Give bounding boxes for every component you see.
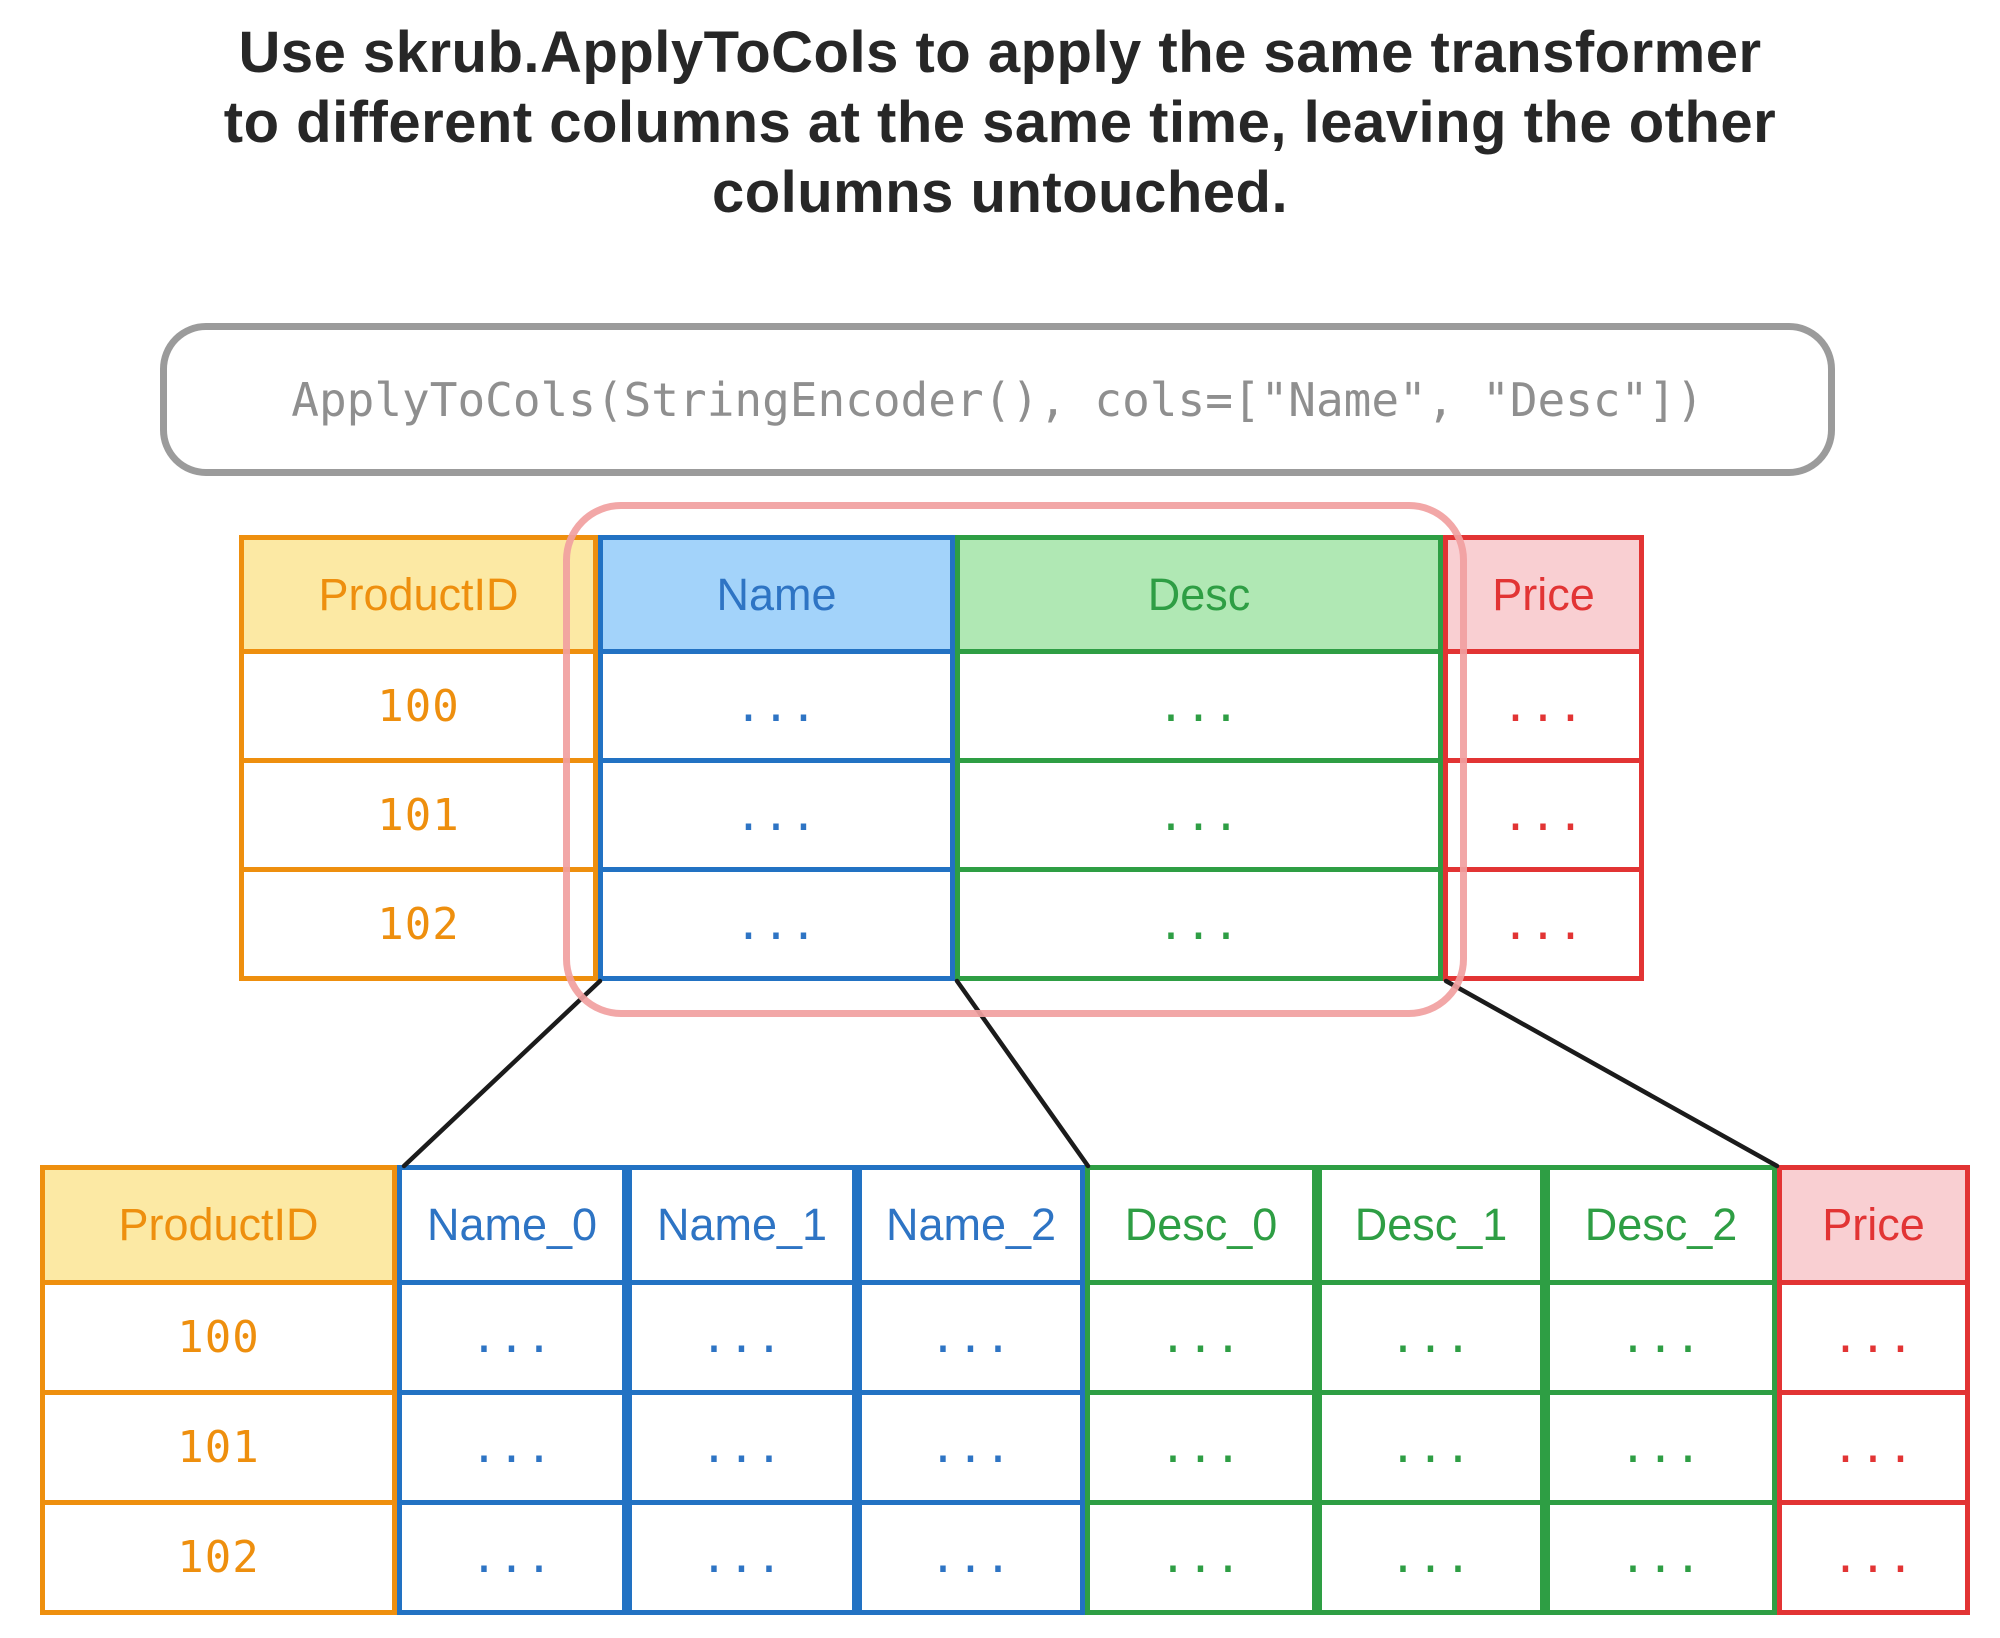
table-cell: ... bbox=[1448, 758, 1639, 867]
table-cell: ... bbox=[402, 1500, 622, 1610]
upper-col-name: Name ... ... ... bbox=[598, 535, 955, 981]
table-cell: ... bbox=[1550, 1500, 1772, 1610]
table-cell: ... bbox=[1782, 1280, 1965, 1390]
lower-header-price: Price bbox=[1782, 1170, 1965, 1280]
table-cell: ... bbox=[960, 867, 1438, 976]
table-cell: ... bbox=[632, 1390, 852, 1500]
lower-header-desc-1: Desc_1 bbox=[1322, 1170, 1540, 1280]
lower-header-name-0: Name_0 bbox=[402, 1170, 622, 1280]
table-cell: ... bbox=[603, 649, 950, 758]
table-cell: ... bbox=[1090, 1390, 1312, 1500]
lower-col-name-1: Name_1 ... ... ... bbox=[627, 1165, 857, 1615]
code-box: ApplyToCols(StringEncoder(), cols=["Name… bbox=[160, 323, 1835, 476]
table-cell: ... bbox=[960, 758, 1438, 867]
table-cell: 101 bbox=[45, 1390, 392, 1500]
table-cell: ... bbox=[862, 1280, 1080, 1390]
upper-col-desc: Desc ... ... ... bbox=[955, 535, 1443, 981]
table-cell: ... bbox=[603, 867, 950, 976]
table-cell: ... bbox=[960, 649, 1438, 758]
lower-col-productid: ProductID 100 101 102 bbox=[40, 1165, 397, 1615]
table-cell: ... bbox=[1448, 867, 1639, 976]
lower-header-desc-0: Desc_0 bbox=[1090, 1170, 1312, 1280]
connector-line-middle bbox=[954, 978, 1091, 1169]
table-cell: ... bbox=[632, 1500, 852, 1610]
table-cell: 101 bbox=[244, 758, 593, 867]
table-cell: ... bbox=[402, 1390, 622, 1500]
table-cell: ... bbox=[1322, 1280, 1540, 1390]
lower-header-name-1: Name_1 bbox=[632, 1170, 852, 1280]
lower-col-desc-2: Desc_2 ... ... ... bbox=[1545, 1165, 1777, 1615]
table-cell: ... bbox=[1782, 1390, 1965, 1500]
table-cell: ... bbox=[632, 1280, 852, 1390]
lower-col-name-0: Name_0 ... ... ... bbox=[397, 1165, 627, 1615]
upper-col-price: Price ... ... ... bbox=[1443, 535, 1644, 981]
upper-header-desc: Desc bbox=[960, 540, 1438, 649]
table-cell: ... bbox=[1550, 1280, 1772, 1390]
title-line-3: columns untouched. bbox=[711, 160, 1289, 225]
title-line-2: to different columns at the same time, l… bbox=[223, 90, 1777, 155]
lower-header-productid: ProductID bbox=[45, 1170, 392, 1280]
lower-col-desc-0: Desc_0 ... ... ... bbox=[1085, 1165, 1317, 1615]
table-cell: ... bbox=[1448, 649, 1639, 758]
page-title: Use skrub.ApplyToCols to apply the same … bbox=[0, 18, 2000, 228]
lower-col-price: Price ... ... ... bbox=[1777, 1165, 1970, 1615]
table-cell: ... bbox=[1782, 1500, 1965, 1610]
upper-col-productid: ProductID 100 101 102 bbox=[239, 535, 598, 981]
table-cell: ... bbox=[1322, 1500, 1540, 1610]
lower-header-desc-2: Desc_2 bbox=[1550, 1170, 1772, 1280]
table-cell: ... bbox=[402, 1280, 622, 1390]
table-cell: ... bbox=[1090, 1500, 1312, 1610]
upper-header-name: Name bbox=[603, 540, 950, 649]
table-cell: ... bbox=[1550, 1390, 1772, 1500]
title-line-1: Use skrub.ApplyToCols to apply the same … bbox=[238, 20, 1762, 85]
table-cell: 100 bbox=[45, 1280, 392, 1390]
table-cell: ... bbox=[1090, 1280, 1312, 1390]
table-cell: ... bbox=[603, 758, 950, 867]
lower-col-desc-1: Desc_1 ... ... ... bbox=[1317, 1165, 1545, 1615]
lower-header-name-2: Name_2 bbox=[862, 1170, 1080, 1280]
table-cell: ... bbox=[862, 1390, 1080, 1500]
upper-header-productid: ProductID bbox=[244, 540, 593, 649]
table-cell: ... bbox=[862, 1500, 1080, 1610]
lower-col-name-2: Name_2 ... ... ... bbox=[857, 1165, 1085, 1615]
connector-line-right bbox=[1443, 978, 1780, 1169]
connector-line-left bbox=[401, 978, 603, 1169]
table-cell: ... bbox=[1322, 1390, 1540, 1500]
code-snippet: ApplyToCols(StringEncoder(), cols=["Name… bbox=[291, 372, 1704, 427]
table-cell: 102 bbox=[45, 1500, 392, 1610]
upper-header-price: Price bbox=[1448, 540, 1639, 649]
table-cell: 102 bbox=[244, 867, 593, 976]
table-cell: 100 bbox=[244, 649, 593, 758]
